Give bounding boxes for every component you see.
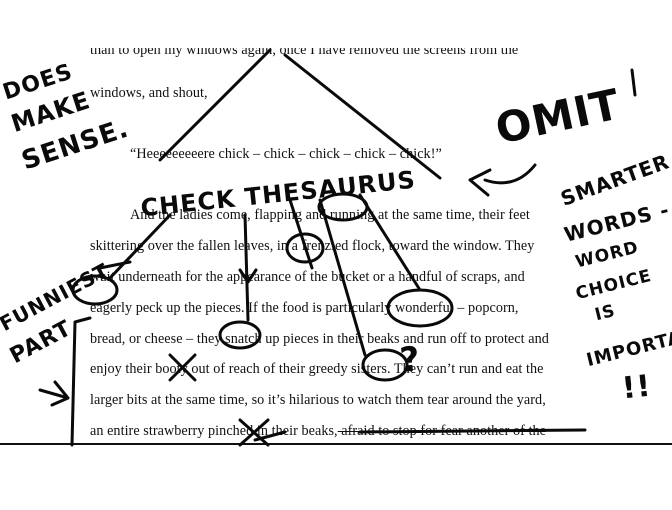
text-line-11-main: an entire strawberry pinched in their be…	[90, 423, 338, 439]
text-line-1: than to open my windows again, once I ha…	[90, 48, 519, 58]
text-line-9: enjoy their booty out of reach of their …	[90, 361, 544, 377]
text-line-2: windows, and shout,	[90, 85, 208, 101]
text-line-10: larger bits at the same time, so it’s hi…	[90, 392, 546, 408]
page-bottom-edge	[0, 443, 672, 445]
text-line-5: skittering over the fallen leaves, in a …	[90, 238, 535, 254]
struck-phrase: afraid to stop for fear another of the	[337, 423, 547, 439]
text-line-8: bread, or cheese – they snatch up pieces…	[90, 331, 549, 347]
text-line-7: eagerly peck up the pieces. If the food …	[90, 300, 519, 316]
note-exclaim: !!	[620, 368, 654, 407]
text-line-11: an entire strawberry pinched in their be…	[90, 423, 546, 440]
note-question: ?	[397, 339, 423, 381]
text-line-6: wait underneath for the appearance of th…	[90, 269, 525, 285]
text-line-3: “Heeeeeeeeere chick – chick – chick – ch…	[130, 146, 442, 162]
